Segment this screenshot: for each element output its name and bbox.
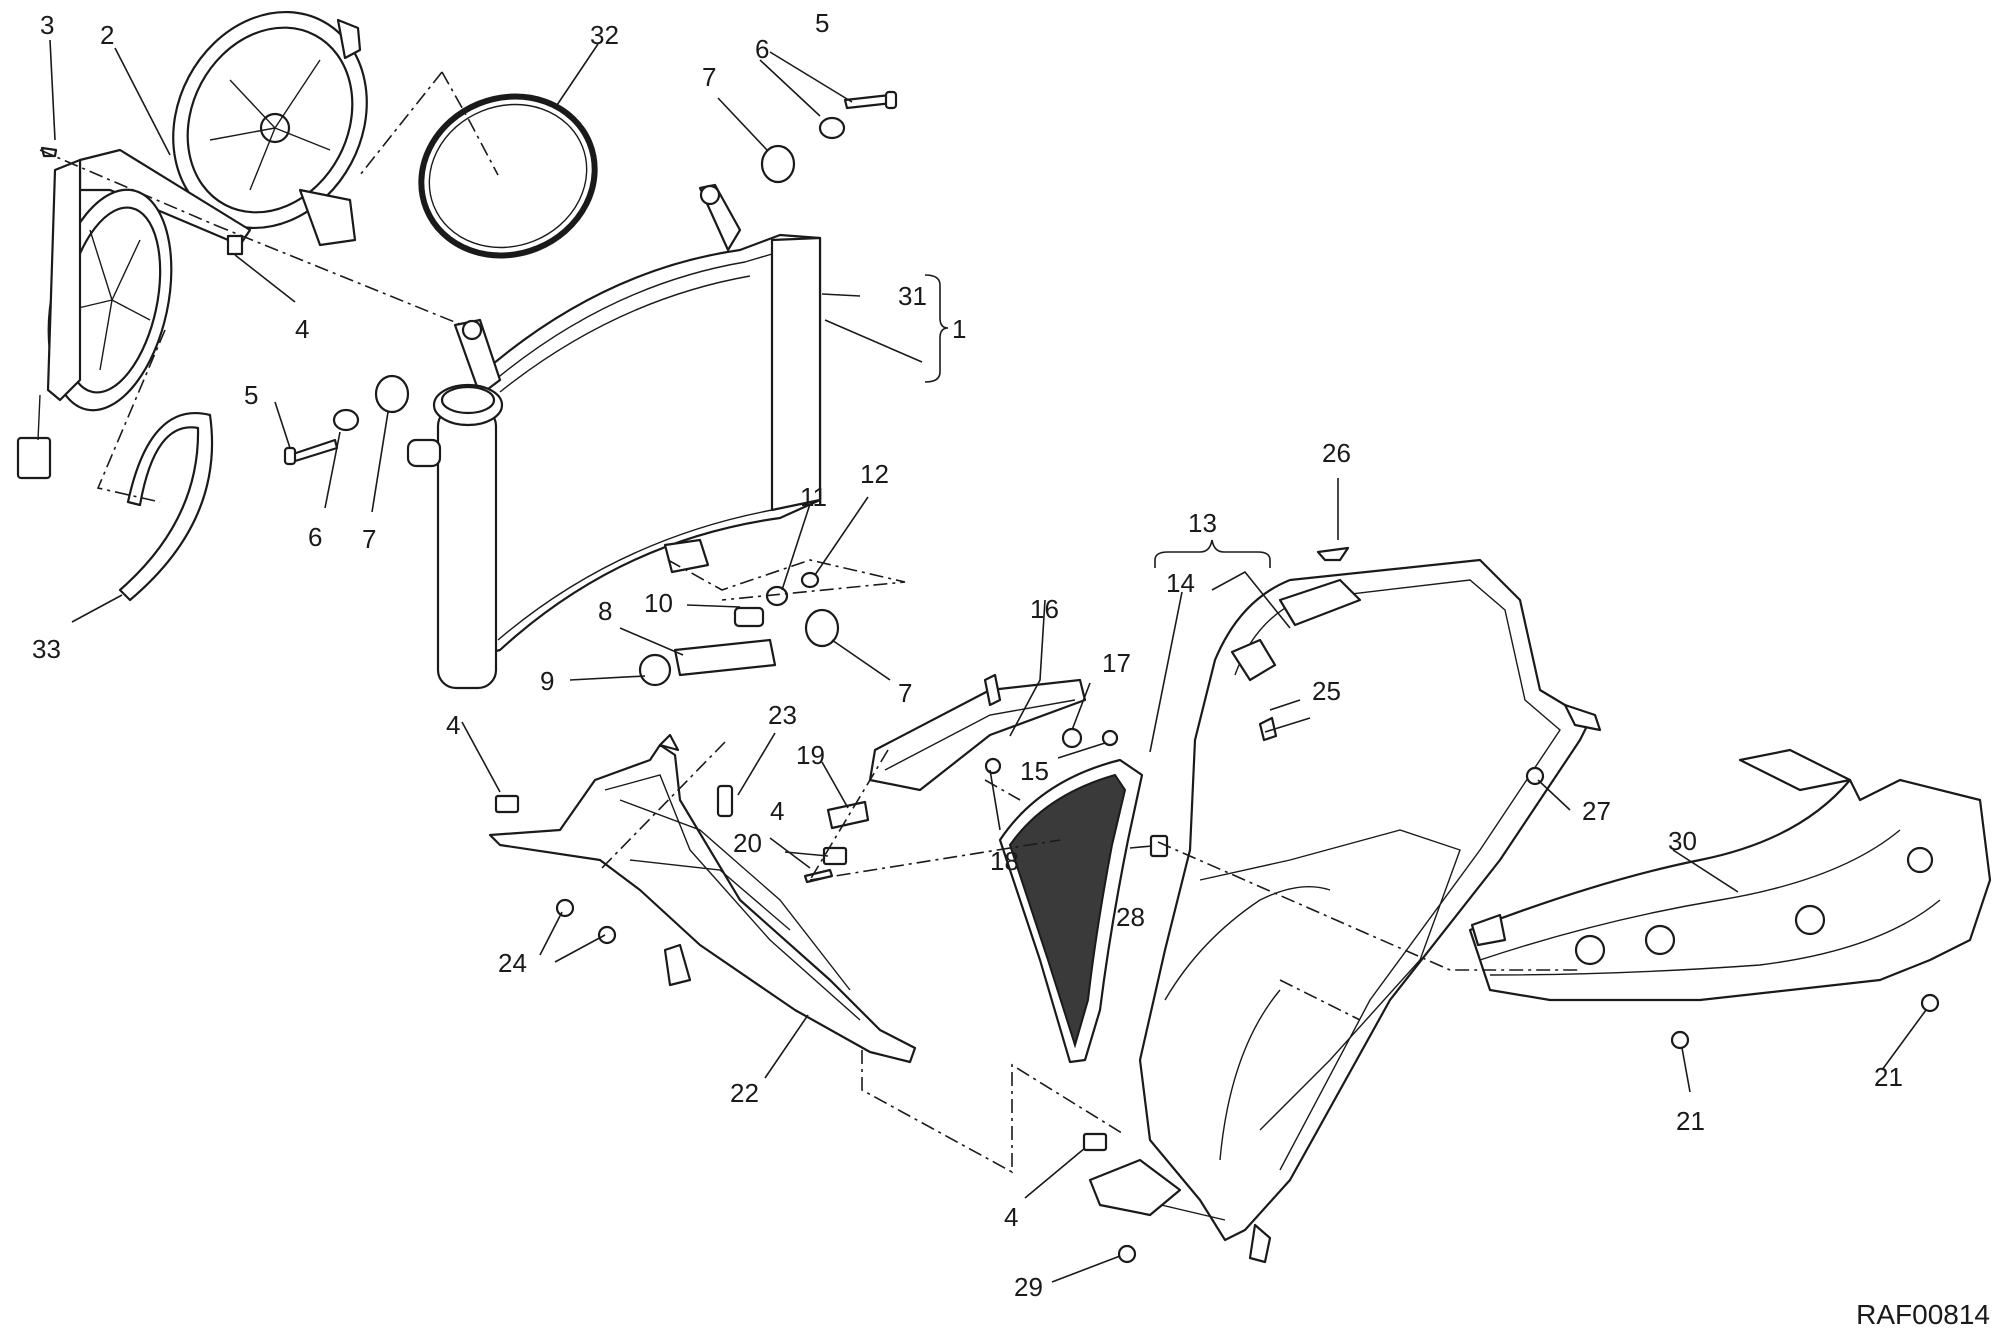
bracket [868, 673, 1087, 792]
callout-23: 23 [768, 700, 797, 730]
callout-22: 22 [730, 1078, 759, 1108]
callout-4-mid: 4 [770, 796, 784, 826]
callout-16: 16 [1030, 594, 1059, 624]
drawing-reference-code: RAF00814 [1856, 1299, 1990, 1330]
callout-7-left: 7 [362, 524, 376, 554]
callout-4-fan: 4 [295, 314, 309, 344]
air-guide [1088, 558, 1602, 1264]
callout-5-left: 5 [244, 380, 258, 410]
callout-21-right: 21 [1874, 1062, 1903, 1092]
callout-14: 14 [1166, 568, 1195, 598]
callout-27: 27 [1582, 796, 1611, 826]
assembly-lines [39, 71, 1580, 1174]
callout-7-right: 7 [898, 678, 912, 708]
callout-6-top: 6 [755, 34, 769, 64]
callout-13: 13 [1188, 508, 1217, 538]
callout-6-left: 6 [308, 522, 322, 552]
callout-9: 9 [540, 666, 554, 696]
callout-2: 2 [100, 20, 114, 50]
callout-3: 3 [40, 10, 54, 40]
side-cover [1468, 748, 1992, 1002]
lower-fairing-panel [488, 733, 917, 1064]
cooling-fan-assembly [16, 10, 368, 480]
callout-28: 28 [1116, 902, 1145, 932]
callout-labels: 3 2 32 5 6 7 31 1 4 5 6 7 33 11 12 10 8 … [32, 8, 1903, 1302]
callout-31: 31 [898, 281, 927, 311]
callout-33: 33 [32, 634, 61, 664]
callout-10: 10 [644, 588, 673, 618]
hose-seal [118, 412, 214, 602]
callout-24: 24 [498, 948, 527, 978]
callout-5-top: 5 [815, 8, 829, 38]
callout-18: 18 [990, 846, 1019, 876]
callout-30: 30 [1668, 826, 1697, 856]
callout-26: 26 [1322, 438, 1351, 468]
callout-7-top: 7 [702, 62, 716, 92]
callout-4-bottom: 4 [1004, 1202, 1018, 1232]
mesh-grille [998, 758, 1144, 1064]
callout-11: 11 [800, 482, 827, 512]
radiator [406, 183, 822, 690]
callout-20: 20 [733, 828, 762, 858]
callout-8: 8 [598, 596, 612, 626]
hardware [40, 90, 1940, 1264]
callout-4-left: 4 [446, 710, 460, 740]
callout-15: 15 [1020, 756, 1049, 786]
callout-17: 17 [1102, 648, 1131, 678]
callout-29: 29 [1014, 1272, 1043, 1302]
callout-1: 1 [952, 314, 966, 344]
callout-12: 12 [860, 459, 889, 489]
callout-25: 25 [1312, 676, 1341, 706]
callout-32: 32 [590, 20, 619, 50]
callout-21-mid: 21 [1676, 1106, 1705, 1136]
callout-19: 19 [796, 740, 825, 770]
gasket-ring [418, 93, 598, 259]
leader-lines [49, 39, 1927, 1283]
